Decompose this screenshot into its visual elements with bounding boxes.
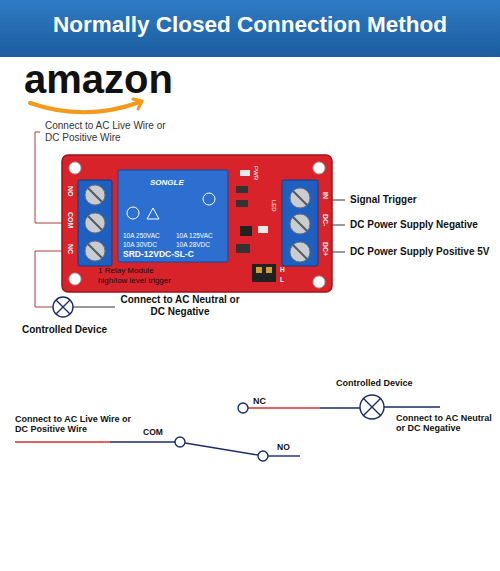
wire xyxy=(268,455,300,456)
part-number: SRD-12VDC-SL-C xyxy=(123,250,194,260)
board-text: high/low level trigger xyxy=(98,276,171,285)
cert-mark xyxy=(203,193,215,205)
terminal-name: NO xyxy=(66,186,74,197)
title-text: Normally Closed Connection Method xyxy=(0,12,500,38)
pin-callout: Signal Trigger xyxy=(350,194,417,206)
terminal-name: NC xyxy=(66,244,74,254)
pin-name: IN xyxy=(321,192,329,199)
cert-mark xyxy=(127,207,139,219)
diode xyxy=(236,244,250,253)
device-label: Controlled Device xyxy=(22,324,107,336)
wire xyxy=(110,441,175,443)
contact-nc xyxy=(238,403,248,413)
contact-label: NO xyxy=(277,443,290,453)
relay-board xyxy=(62,155,332,292)
pin-name: DC- xyxy=(321,214,329,226)
rating-text: 10A 250VAC xyxy=(123,232,160,239)
wire-note: Connect to AC Neutral or DC Negative xyxy=(120,294,240,317)
cert-mark xyxy=(147,208,159,219)
pin-name: DC+ xyxy=(321,242,329,256)
mount-hole xyxy=(69,273,81,285)
pin-callout: DC Power Supply Positive 5V xyxy=(350,246,489,258)
leader-line xyxy=(332,200,345,252)
contact-com xyxy=(175,437,185,447)
mount-hole xyxy=(313,162,325,174)
rating-text: 10A 28VDC xyxy=(176,241,210,248)
jumper-pin xyxy=(256,267,262,273)
wire-note: Connect to AC Live Wire or DC Positive W… xyxy=(45,120,175,143)
contact-label: NC xyxy=(253,396,266,406)
screw-slot xyxy=(293,191,307,259)
relay-body xyxy=(118,170,228,262)
pin-callout: DC Power Supply Negative xyxy=(350,219,478,231)
wire xyxy=(35,132,62,223)
lamp-symbol xyxy=(53,297,73,317)
contact-no xyxy=(258,451,268,461)
jumper-pin xyxy=(266,267,272,273)
rating-text: 10A 30VDC xyxy=(123,241,157,248)
mount-hole xyxy=(313,276,325,288)
wire xyxy=(15,441,110,443)
contact-label: COM xyxy=(143,428,163,438)
wire xyxy=(320,407,360,409)
lamp-cross xyxy=(363,398,381,416)
board-text: 1 Relay Module xyxy=(98,266,154,275)
component-label: PWR xyxy=(252,166,259,180)
transistor xyxy=(240,226,252,236)
jumper xyxy=(252,264,276,282)
wire-note: Connect to AC Live Wire or DC Positive W… xyxy=(15,414,141,435)
terminal-block xyxy=(78,180,112,266)
logo-text: amazon xyxy=(24,56,173,102)
brand-text: SONGLE xyxy=(150,178,184,187)
resistor xyxy=(236,186,248,193)
logo-smile xyxy=(30,102,140,112)
device-label: Controlled Device xyxy=(336,378,413,388)
resistor xyxy=(236,200,248,207)
screw-slot xyxy=(88,188,102,258)
terminal-name: COM xyxy=(66,212,74,228)
wire xyxy=(384,406,440,407)
wire xyxy=(73,307,115,308)
jumper-label: H xyxy=(280,266,285,273)
rating-text: 10A 125VAC xyxy=(176,232,213,239)
switch-arm xyxy=(185,443,258,455)
wire-note: Connect to AC Neutral or DC Negative xyxy=(396,413,496,434)
led xyxy=(240,170,250,176)
component-label: LED xyxy=(270,200,277,212)
title-bar xyxy=(0,0,500,57)
terminal-block xyxy=(282,180,318,266)
led xyxy=(258,226,268,233)
mount-hole xyxy=(69,162,81,174)
wire xyxy=(248,407,320,409)
lamp-symbol xyxy=(360,395,384,419)
lamp-cross xyxy=(56,300,70,314)
jumper-label: L xyxy=(280,276,284,283)
